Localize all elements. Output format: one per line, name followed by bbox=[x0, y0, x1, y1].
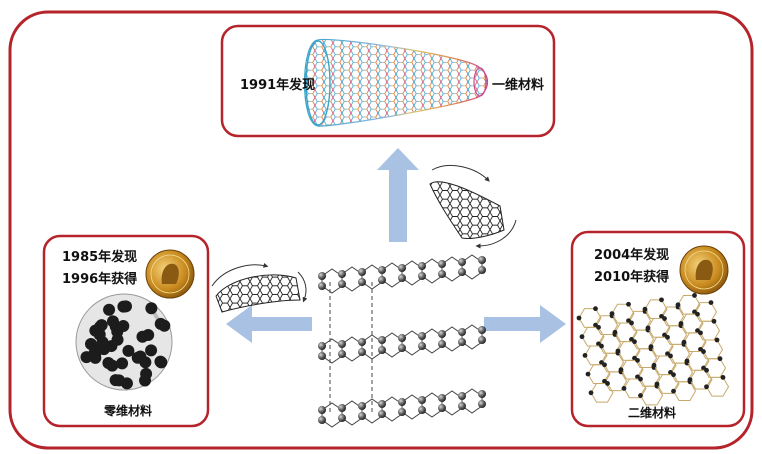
graphite-layers-illustration bbox=[318, 254, 486, 428]
arrow-right bbox=[484, 305, 566, 343]
right-material-label: 二维材料 bbox=[628, 406, 677, 420]
nobel-medal-icon bbox=[145, 249, 195, 299]
rolled-sheet-illustration bbox=[429, 164, 517, 249]
top-discovery-year: 1991年发现 bbox=[240, 78, 316, 93]
curved-sheet-illustration bbox=[211, 262, 308, 313]
graphene-sheet-illustration bbox=[576, 293, 730, 406]
top-material-label: 一维材料 bbox=[492, 78, 545, 93]
right-prize-year: 2010年获得 bbox=[594, 270, 670, 285]
left-material-label: 零维材料 bbox=[104, 404, 153, 418]
left-prize-year: 1996年获得 bbox=[62, 272, 138, 287]
arrow-up bbox=[377, 148, 419, 242]
right-discovery-year: 2004年发现 bbox=[594, 248, 670, 263]
left-discovery-year: 1985年发现 bbox=[62, 250, 138, 265]
nobel-medal-icon bbox=[679, 245, 729, 295]
carbon-nanotube-illustration bbox=[304, 38, 489, 127]
fullerene-illustration bbox=[75, 293, 173, 391]
arrow-left bbox=[226, 305, 312, 343]
